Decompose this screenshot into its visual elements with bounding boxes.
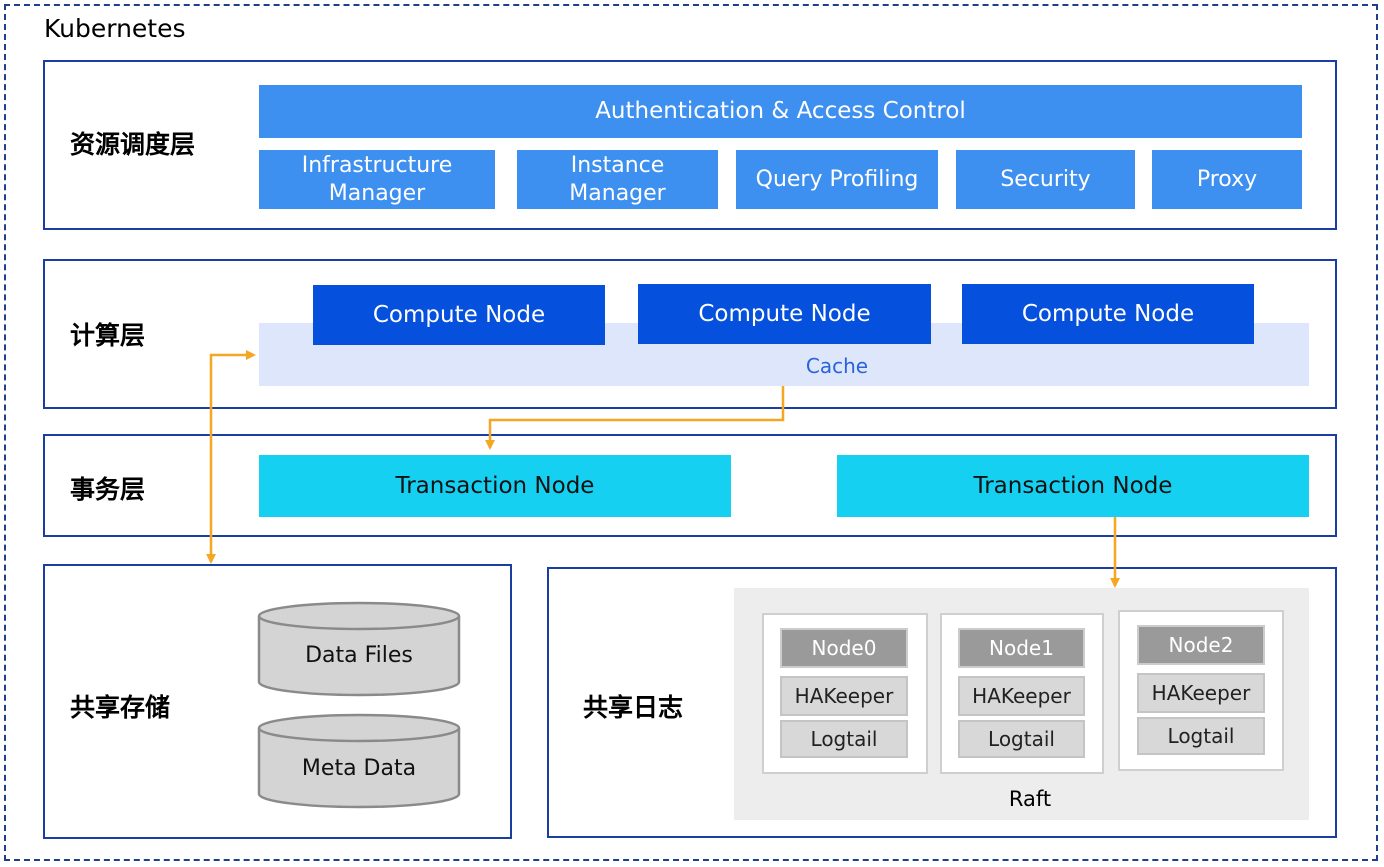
- node1-logtail: Logtail: [958, 720, 1085, 758]
- instance-manager-box: Instance Manager: [517, 150, 718, 209]
- node2-header: Node2: [1137, 625, 1265, 665]
- resource-layer-label: 资源调度层: [70, 130, 196, 159]
- node2-hakeeper: HAKeeper: [1137, 673, 1265, 713]
- data-files-cylinder: [257, 601, 461, 697]
- cache-label: Cache: [805, 354, 869, 378]
- node1-header: Node1: [958, 628, 1085, 668]
- node0-hakeeper: HAKeeper: [780, 676, 908, 716]
- compute-node-1: Compute Node: [313, 285, 605, 345]
- infrastructure-manager-box: Infrastructure Manager: [259, 150, 495, 209]
- storage-cache-arrow: [206, 350, 256, 564]
- meta-data-label: Meta Data: [301, 756, 417, 781]
- raft-label: Raft: [1008, 787, 1052, 811]
- node0-logtail: Logtail: [780, 720, 908, 758]
- meta-data-cylinder: [257, 713, 461, 809]
- shared-log-label: 共享日志: [583, 693, 684, 722]
- query-profiling-box: Query Profiling: [736, 150, 938, 209]
- node1-hakeeper: HAKeeper: [958, 676, 1085, 716]
- auth-access-control-bar: Authentication & Access Control: [259, 85, 1302, 138]
- node0-header: Node0: [780, 628, 908, 668]
- transaction-node-2: Transaction Node: [837, 455, 1309, 517]
- transaction-layer-label: 事务层: [70, 475, 146, 504]
- compute-node-3: Compute Node: [962, 284, 1254, 344]
- compute-layer-label: 计算层: [70, 321, 146, 350]
- cache-to-transaction-arrow: [485, 386, 785, 450]
- kubernetes-frame: [4, 4, 1378, 861]
- security-box: Security: [956, 150, 1135, 209]
- compute-node-2: Compute Node: [638, 284, 931, 344]
- transaction-node-1: Transaction Node: [259, 455, 731, 517]
- shared-storage-label: 共享存储: [70, 693, 171, 722]
- data-files-label: Data Files: [305, 643, 413, 668]
- kubernetes-title: Kubernetes: [44, 14, 186, 43]
- proxy-box: Proxy: [1152, 150, 1302, 209]
- node2-logtail: Logtail: [1137, 717, 1265, 755]
